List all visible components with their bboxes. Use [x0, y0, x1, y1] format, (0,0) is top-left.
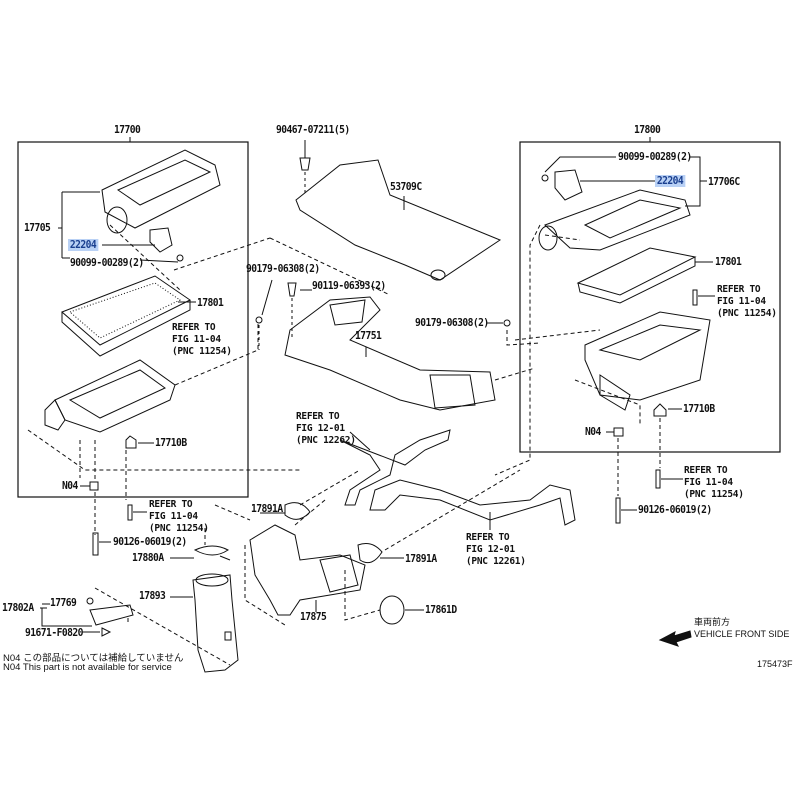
refer-line2: FIG 12-01 — [466, 544, 515, 555]
label-17891A-right[interactable]: 17891A — [405, 553, 437, 565]
label-90126-06019-right[interactable]: 90126-06019(2) — [638, 504, 712, 516]
refer-line2: FIG 11-04 — [172, 334, 221, 345]
clamp-17861D — [379, 595, 405, 625]
label-90179-06308-right[interactable]: 90179-06308(2) — [415, 317, 489, 329]
label-90099-00289-left[interactable]: 90099-00289(2) — [70, 257, 144, 269]
resonator — [192, 573, 239, 673]
orientation-japanese: 車両前方 — [694, 617, 731, 627]
sensor-right — [541, 169, 583, 201]
refer-line2: FIG 11-04 — [684, 477, 733, 488]
label-17700[interactable]: 17700 — [114, 124, 141, 136]
label-90179-06308-left[interactable]: 90179-06308(2) — [246, 263, 320, 275]
refer-line3: (PNC 11254) — [684, 489, 744, 500]
refer-line3: (PNC 11254) — [149, 523, 209, 534]
note-n04-japanese: N04 この部品については補給していません — [3, 653, 184, 664]
label-17710B-right[interactable]: 17710B — [683, 403, 715, 415]
air-cleaner-cap-right — [538, 189, 691, 251]
refer-line3: (PNC 12261) — [466, 556, 526, 567]
refer-line2: FIG 11-04 — [717, 296, 766, 307]
label-17802A[interactable]: 17802A — [2, 602, 34, 614]
air-filter-right — [576, 247, 697, 304]
label-17710B-left[interactable]: 17710B — [155, 437, 187, 449]
refer-line1: REFER TO — [172, 322, 216, 333]
refer-line3: (PNC 11254) — [172, 346, 232, 357]
air-cleaner-cap-left — [101, 149, 221, 234]
label-17861D[interactable]: 17861D — [425, 604, 457, 616]
clamp-17880A — [193, 545, 231, 561]
air-cleaner-case-left — [44, 359, 176, 433]
label-N04-right[interactable]: N04 — [585, 426, 601, 438]
label-17751[interactable]: 17751 — [355, 330, 382, 342]
engine-cover — [295, 159, 502, 281]
bracket-17769 — [89, 604, 134, 626]
label-90119-06393[interactable]: 90119-06393(2) — [312, 280, 386, 292]
label-17893[interactable]: 17893 — [139, 590, 166, 602]
figure-id: 175473F — [757, 659, 793, 669]
clamp-17891A-left — [284, 502, 311, 520]
label-90467-07211[interactable]: 90467-07211(5) — [276, 124, 350, 136]
refer-line1: REFER TO — [684, 465, 728, 476]
note-n04-english: N04 This part is not available for servi… — [3, 662, 172, 673]
air-cleaner-case-right — [584, 311, 711, 411]
label-17769[interactable]: 17769 — [50, 597, 77, 609]
refer-line1: REFER TO — [466, 532, 510, 543]
air-filter-left — [61, 275, 191, 357]
label-N04-left[interactable]: N04 — [62, 480, 78, 492]
refer-line1: REFER TO — [717, 284, 761, 295]
refer-line2: FIG 12-01 — [296, 423, 345, 434]
label-17706C[interactable]: 17706C — [708, 176, 740, 188]
label-17891A-left[interactable]: 17891A — [251, 503, 283, 515]
label-90099-00289-right[interactable]: 90099-00289(2) — [618, 151, 692, 163]
label-53709C[interactable]: 53709C — [390, 181, 422, 193]
clamp-17891A-right — [357, 543, 383, 564]
refer-line3: (PNC 12262) — [296, 435, 356, 446]
label-90126-06019-left[interactable]: 90126-06019(2) — [113, 536, 187, 548]
refer-line1: REFER TO — [149, 499, 193, 510]
air-intake-hose — [249, 524, 366, 616]
label-17800[interactable]: 17800 — [634, 124, 661, 136]
label-17875[interactable]: 17875 — [300, 611, 327, 623]
sensor-left — [149, 227, 173, 253]
label-17801-right[interactable]: 17801 — [715, 256, 742, 268]
orientation-english: VEHICLE FRONT SIDE — [694, 629, 790, 639]
hose-12261 — [369, 479, 576, 526]
refer-line1: REFER TO — [296, 411, 340, 422]
vehicle-front-arrow — [658, 630, 692, 647]
label-91671-F0820[interactable]: 91671-F0820 — [25, 627, 83, 639]
hose-12262 — [339, 429, 451, 506]
left-assembly-frame — [17, 141, 249, 498]
label-17801-left[interactable]: 17801 — [197, 297, 224, 309]
label-17880A[interactable]: 17880A — [132, 552, 164, 564]
intake-duct — [284, 296, 496, 411]
label-22204-left-highlighted[interactable]: 22204 — [68, 239, 99, 251]
label-17705[interactable]: 17705 — [24, 222, 51, 234]
label-22204-right-highlighted[interactable]: 22204 — [655, 175, 686, 187]
refer-line2: FIG 11-04 — [149, 511, 198, 522]
refer-line3: (PNC 11254) — [717, 308, 777, 319]
